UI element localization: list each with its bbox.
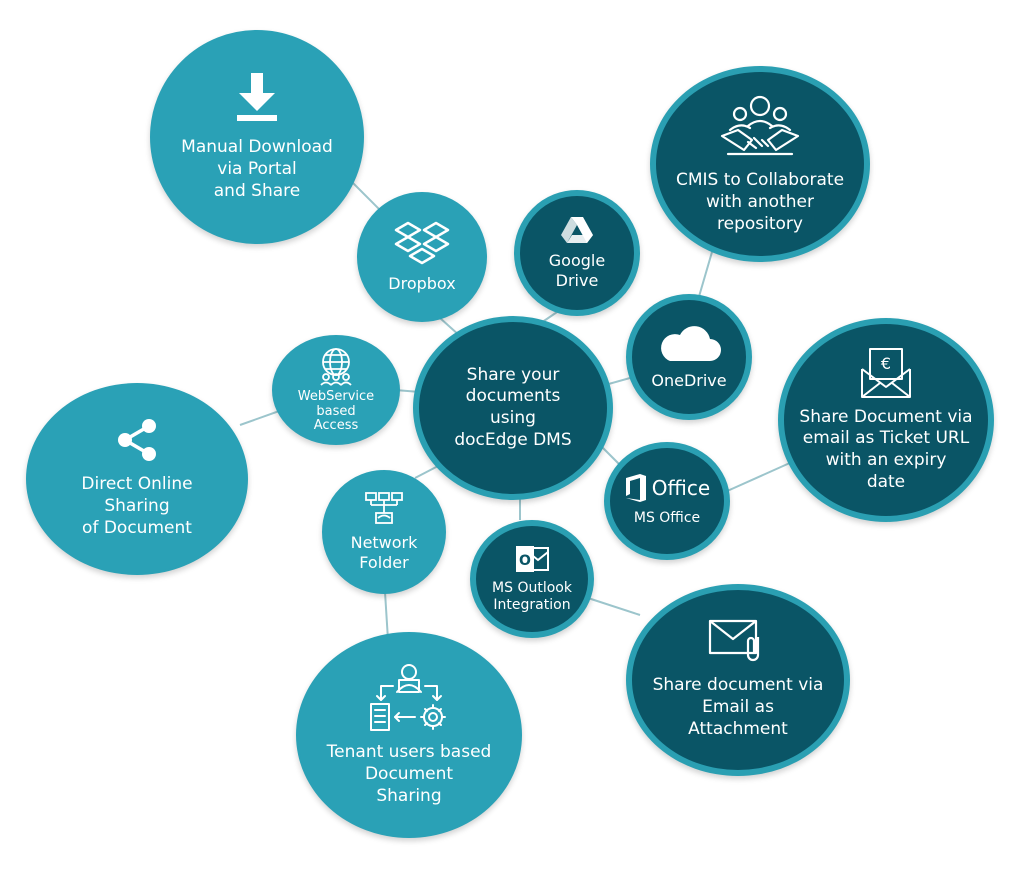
node-direct-sharing-text: Direct Online Sharing of Document	[81, 474, 193, 538]
node-cmis: CMIS to Collaborate with another reposit…	[650, 66, 870, 262]
node-manual-download-text: Manual Download via Portal and Share	[181, 137, 333, 201]
node-center: Share your documents using docEdge DMS	[413, 316, 613, 500]
connector-center-office	[599, 444, 621, 466]
svg-text:€: €	[881, 354, 891, 373]
node-email-ticket-text: Share Document via email as Ticket URL w…	[799, 406, 973, 492]
node-email-attachment: Share document via Email as Attachment	[626, 584, 850, 776]
download-icon	[237, 73, 277, 122]
google-drive-icon	[561, 216, 593, 243]
node-dropbox-label: Dropbox	[388, 273, 456, 293]
node-network-folder: Network Folder	[322, 470, 446, 594]
user-workflow-icon	[370, 664, 446, 732]
office-logo-icon: Office	[624, 474, 710, 503]
dropbox-icon	[394, 221, 450, 265]
node-manual-download: Manual Download via Portal and Share	[150, 30, 364, 244]
cloud-icon	[661, 325, 721, 361]
node-center-text: Share your documents using docEdge DMS	[454, 364, 572, 450]
node-tenant-sharing-text: Tenant users based Document Sharing	[326, 742, 492, 806]
node-email-attachment-text: Share document via Email as Attachment	[652, 675, 824, 739]
node-direct-sharing: Direct Online Sharing of Document	[26, 383, 248, 575]
share-icon	[118, 419, 156, 462]
node-ms-office-label: MS Office	[633, 510, 701, 527]
node-ms-office: Office MS Office	[604, 442, 730, 560]
connector-office-ticket	[724, 461, 793, 493]
node-cmis-text: CMIS to Collaborate with another reposit…	[675, 170, 845, 234]
outlook-icon: O	[516, 546, 549, 573]
node-google-drive-text: Google Drive	[548, 250, 606, 290]
node-webservice: WebService based Access	[272, 335, 400, 445]
connector-outlook-attachment	[587, 597, 641, 616]
node-ms-outlook: O MS Outlook Integration	[470, 520, 594, 638]
connector-network-tenant	[384, 591, 389, 641]
node-ms-outlook-text: MS Outlook Integration	[492, 580, 572, 613]
node-webservice-text: WebService based Access	[297, 388, 375, 434]
euro-envelope-icon: €	[861, 347, 911, 398]
handshake-team-icon	[720, 96, 800, 156]
connector-direct-webservice	[239, 409, 283, 426]
globe-users-icon	[320, 347, 352, 386]
svg-text:O: O	[519, 553, 531, 569]
mail-attachment-icon	[708, 620, 760, 662]
network-icon	[365, 491, 403, 524]
node-dropbox: Dropbox	[357, 192, 487, 322]
node-tenant-sharing: Tenant users based Document Sharing	[296, 632, 522, 838]
node-network-folder-text: Network Folder	[350, 532, 418, 572]
node-google-drive: Google Drive	[514, 190, 640, 316]
connector-cmis-onedrive	[697, 251, 713, 301]
node-onedrive-label: OneDrive	[651, 370, 727, 390]
node-onedrive: OneDrive	[626, 294, 752, 420]
node-email-ticket: € Share Document via email as Ticket URL…	[778, 318, 994, 522]
